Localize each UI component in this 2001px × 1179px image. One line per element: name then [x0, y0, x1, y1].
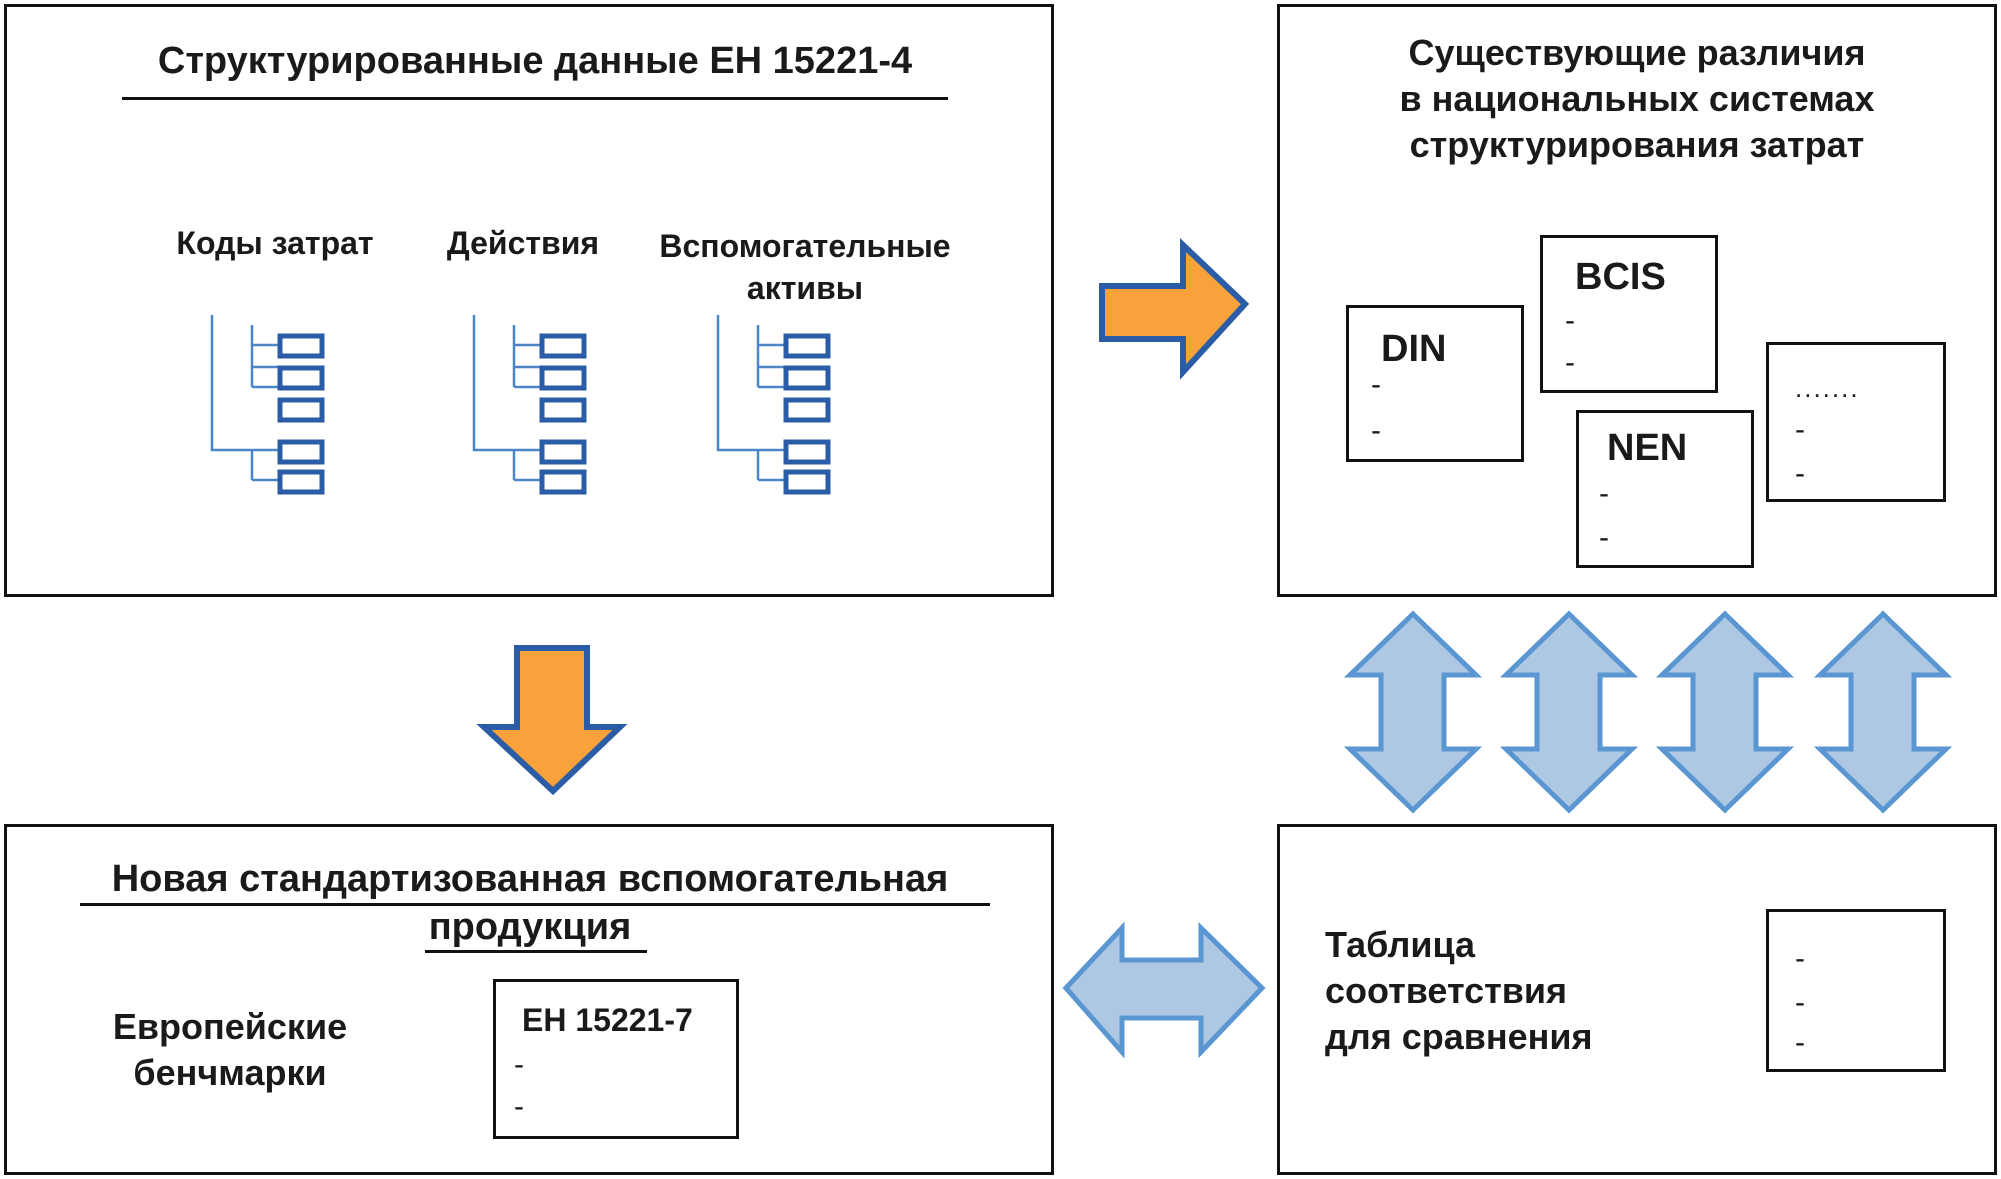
- system-box-bcis-title: BCIS: [1575, 256, 1666, 298]
- correspondence-box-item: -: [1795, 1026, 1805, 1059]
- correspondence-table-label: Таблица соответствия для сравнения: [1325, 922, 1685, 1060]
- arrow-right-icon: [1099, 238, 1250, 380]
- system-box-din-item: -: [1371, 368, 1381, 401]
- system-box-din: DIN - -: [1346, 305, 1524, 462]
- en-15221-7-box-item: -: [514, 1048, 524, 1081]
- system-box-bcis: BCIS - -: [1540, 235, 1718, 393]
- national-systems-title-line-1: Существующие различия: [1408, 32, 1866, 73]
- structured-data-title-underline: [122, 97, 948, 100]
- column-label-actions: Действия: [446, 225, 600, 261]
- double-arrow-vertical-icon: [1655, 610, 1795, 814]
- column-label-cost-codes: Коды затрат: [176, 225, 374, 261]
- double-arrow-horizontal-icon: [1062, 921, 1266, 1059]
- new-products-title-line-1: Новая стандартизованная вспомогательная: [111, 858, 949, 900]
- system-box-nen-item: -: [1599, 521, 1609, 554]
- structured-data-title: Структурированные данные ЕН 15221-4: [157, 40, 913, 82]
- system-box-bcis-item: -: [1565, 346, 1575, 379]
- national-systems-title: Существующие различия в национальных сис…: [1277, 30, 1997, 168]
- system-box-din-title: DIN: [1381, 328, 1447, 370]
- correspondence-table-label-line-1: Таблица: [1325, 924, 1476, 965]
- hierarchy-icon-support-assets: [716, 315, 831, 495]
- column-label-support-assets: Вспомогательные активы: [659, 228, 951, 306]
- european-benchmarks-label-line-1: Европейские: [112, 1006, 348, 1047]
- system-box-nen: NEN - -: [1576, 410, 1754, 568]
- national-systems-title-line-2: в национальных системах: [1399, 78, 1875, 119]
- en-15221-7-box-item: -: [514, 1090, 524, 1123]
- system-box-nen-title: NEN: [1607, 427, 1688, 469]
- new-products-title-underline-2: [425, 950, 647, 953]
- hierarchy-icon-cost-codes: [210, 315, 325, 495]
- system-box-other-item: -: [1795, 413, 1805, 446]
- new-products-title-underline-1: [80, 903, 990, 906]
- double-arrow-vertical-icon: [1343, 610, 1483, 814]
- hierarchy-icon-actions: [472, 315, 587, 495]
- system-box-bcis-item: -: [1565, 304, 1575, 337]
- system-box-other: ....... - -: [1766, 342, 1946, 502]
- panel-structured-data: [4, 4, 1054, 597]
- system-box-din-item: -: [1371, 414, 1381, 447]
- system-box-other-title: .......: [1795, 373, 1860, 403]
- en-15221-7-box: ЕН 15221-7 - -: [493, 979, 739, 1139]
- correspondence-table-label-line-2: соответствия: [1325, 970, 1568, 1011]
- correspondence-box: - - -: [1766, 909, 1946, 1072]
- new-products-title: Новая стандартизованная вспомогательная …: [40, 855, 1020, 951]
- double-arrow-vertical-icon: [1499, 610, 1639, 814]
- correspondence-table-label-line-3: для сравнения: [1325, 1016, 1593, 1057]
- arrow-down-icon: [476, 645, 628, 796]
- panel-correspondence-table: [1277, 824, 1997, 1175]
- european-benchmarks-label-line-2: бенчмарки: [133, 1052, 327, 1093]
- correspondence-box-item: -: [1795, 986, 1805, 1019]
- double-arrow-vertical-icon: [1813, 610, 1953, 814]
- european-benchmarks-label: Европейские бенчмарки: [80, 1004, 380, 1096]
- new-products-title-line-2: продукция: [428, 906, 632, 948]
- system-box-other-item: -: [1795, 457, 1805, 490]
- en-15221-7-box-title: ЕН 15221-7: [522, 1002, 693, 1038]
- national-systems-title-line-3: структурирования затрат: [1409, 124, 1865, 165]
- correspondence-box-item: -: [1795, 942, 1805, 975]
- system-box-nen-item: -: [1599, 477, 1609, 510]
